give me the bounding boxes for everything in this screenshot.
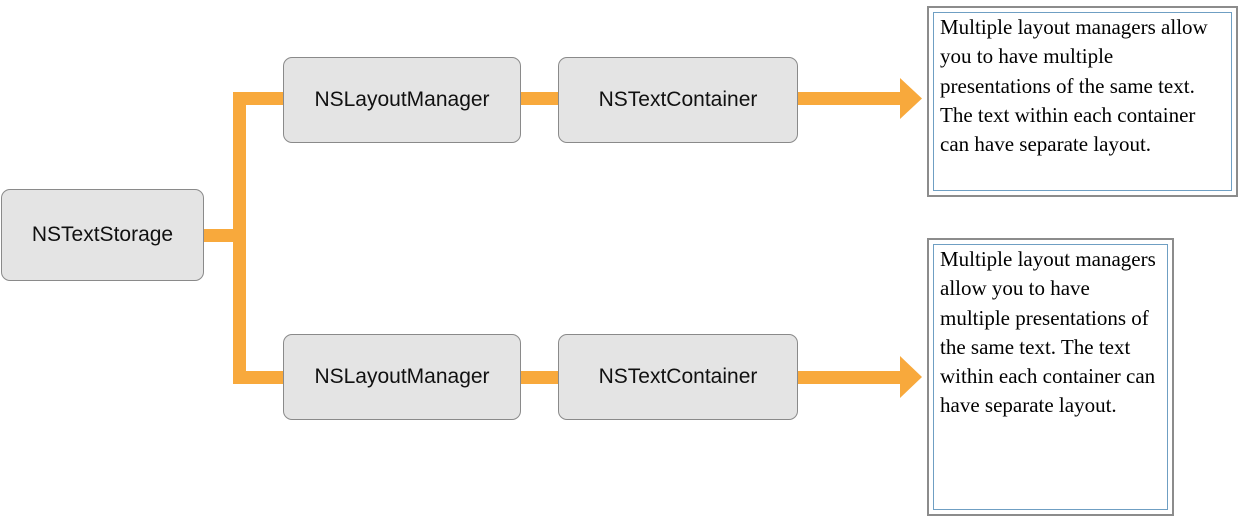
- connector-branch-2-container-to-arrow: [798, 371, 904, 384]
- connector-trunk: [233, 92, 246, 384]
- note-text-1: Multiple layout managers allow you to ha…: [933, 12, 1232, 191]
- text-storage-box: NSTextStorage: [1, 189, 204, 281]
- connector-storage-stub: [203, 229, 237, 242]
- layout-manager-label-2: NSLayoutManager: [314, 365, 490, 388]
- connector-branch-1-layout-to-container: [520, 92, 560, 105]
- note-box-1: Multiple layout managers allow you to ha…: [927, 6, 1238, 197]
- connector-branch-2-to-layout-manager: [233, 371, 285, 384]
- text-container-label-2: NSTextContainer: [598, 365, 758, 388]
- layout-manager-box-1: NSLayoutManager: [283, 57, 521, 143]
- layout-manager-label-1: NSLayoutManager: [314, 88, 490, 111]
- layout-manager-box-2: NSLayoutManager: [283, 334, 521, 420]
- text-container-box-1: NSTextContainer: [558, 57, 798, 143]
- text-container-box-2: NSTextContainer: [558, 334, 798, 420]
- connector-branch-2-layout-to-container: [520, 371, 560, 384]
- connector-branch-1-to-layout-manager: [233, 92, 285, 105]
- text-container-label-1: NSTextContainer: [598, 88, 758, 111]
- text-storage-label: NSTextStorage: [31, 223, 174, 246]
- connector-branch-1-container-to-arrow: [798, 92, 904, 105]
- arrow-head-branch-1: [900, 78, 922, 119]
- arrow-head-branch-2: [900, 356, 922, 398]
- note-text-2: Multiple layout managers allow you to ha…: [933, 244, 1168, 510]
- note-box-2: Multiple layout managers allow you to ha…: [927, 238, 1174, 516]
